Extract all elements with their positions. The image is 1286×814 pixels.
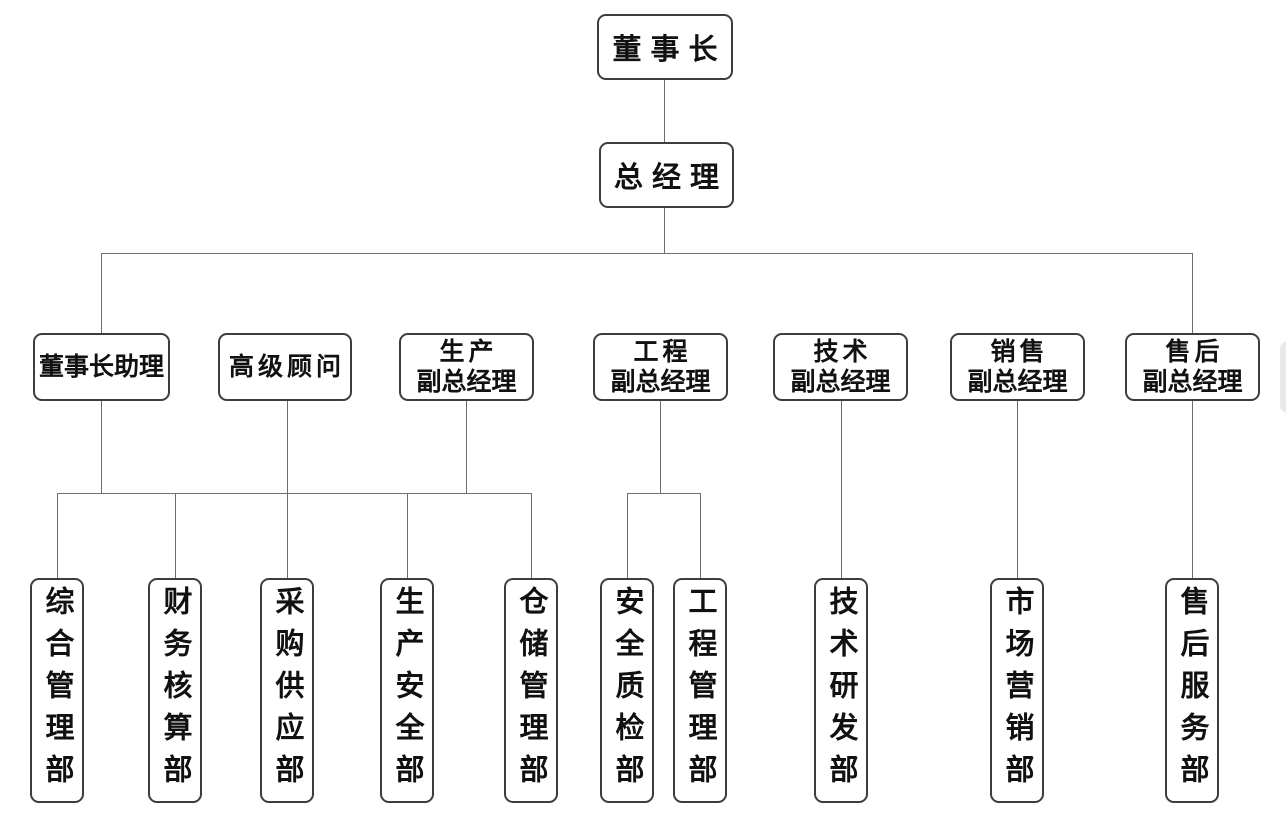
node-dept-production-safety: 生产安全部: [380, 578, 434, 803]
node-label-line2: 副总经理: [416, 368, 517, 396]
node-dept-procurement-supply: 采购供应部: [260, 578, 314, 803]
connector-line: [531, 493, 532, 578]
connector-line: [1017, 401, 1018, 578]
node-chairman: 董事长: [597, 14, 733, 80]
node-dept-marketing: 市场营销部: [990, 578, 1044, 803]
node-label: 采购供应部: [271, 585, 303, 796]
node-aftersales-vice-gm: 售后 副总经理: [1125, 333, 1260, 401]
node-label-line2: 副总经理: [790, 368, 891, 396]
connector-line: [664, 80, 665, 142]
node-chairman-assistant: 董事长助理: [33, 333, 170, 401]
node-label: 总经理: [613, 162, 728, 194]
node-label-line1: 销售: [990, 338, 1049, 366]
connector-line: [101, 253, 1192, 254]
node-label: 财务核算部: [159, 585, 191, 796]
node-dept-aftersales-service: 售后服务部: [1165, 578, 1219, 803]
node-label-line1: 工程: [633, 338, 692, 366]
node-sales-vice-gm: 销售 副总经理: [950, 333, 1085, 401]
connector-line: [466, 401, 467, 493]
node-dept-general-management: 综合管理部: [30, 578, 84, 803]
connector-line: [287, 401, 288, 578]
node-senior-advisor: 高级顾问: [218, 333, 352, 401]
node-label: 综合管理部: [41, 585, 73, 796]
connector-line: [700, 493, 701, 578]
clipped-node-edge: [1280, 341, 1286, 413]
connector-line: [101, 253, 102, 333]
node-label: 技术研发部: [825, 585, 857, 796]
node-label-line2: 副总经理: [967, 368, 1068, 396]
node-general-manager: 总经理: [599, 142, 734, 208]
node-dept-financial-accounting: 财务核算部: [148, 578, 202, 803]
node-label: 董事长助理: [38, 353, 164, 381]
node-dept-engineering-management: 工程管理部: [673, 578, 727, 803]
node-label: 高级顾问: [228, 353, 345, 381]
node-label-line2: 副总经理: [1142, 368, 1243, 396]
node-dept-warehouse-management: 仓储管理部: [504, 578, 558, 803]
node-label-line2: 副总经理: [610, 368, 711, 396]
node-label: 工程管理部: [684, 585, 716, 796]
connector-line: [57, 493, 531, 494]
node-label: 市场营销部: [1001, 585, 1033, 796]
connector-line: [57, 493, 58, 578]
connector-line: [660, 401, 661, 493]
connector-line: [407, 493, 408, 578]
node-label: 仓储管理部: [515, 585, 547, 796]
node-label-line1: 技术: [813, 338, 872, 366]
connector-line: [627, 493, 628, 578]
connector-line: [1192, 253, 1193, 333]
connector-line: [1192, 401, 1193, 578]
node-label: 安全质检部: [611, 585, 643, 796]
node-technology-vice-gm: 技术 副总经理: [773, 333, 908, 401]
connector-line: [175, 493, 176, 578]
node-label: 生产安全部: [391, 585, 423, 796]
node-label-line1: 售后: [1165, 338, 1224, 366]
node-label: 售后服务部: [1176, 585, 1208, 796]
node-label-line1: 生产: [439, 338, 498, 366]
connector-line: [841, 401, 842, 578]
node-label: 董事长: [612, 34, 727, 66]
connector-line: [627, 493, 700, 494]
node-dept-technology-rd: 技术研发部: [814, 578, 868, 803]
connector-line: [664, 208, 665, 253]
node-engineering-vice-gm: 工程 副总经理: [593, 333, 728, 401]
node-dept-safety-quality-inspection: 安全质检部: [600, 578, 654, 803]
connector-line: [101, 401, 102, 493]
node-production-vice-gm: 生产 副总经理: [399, 333, 534, 401]
